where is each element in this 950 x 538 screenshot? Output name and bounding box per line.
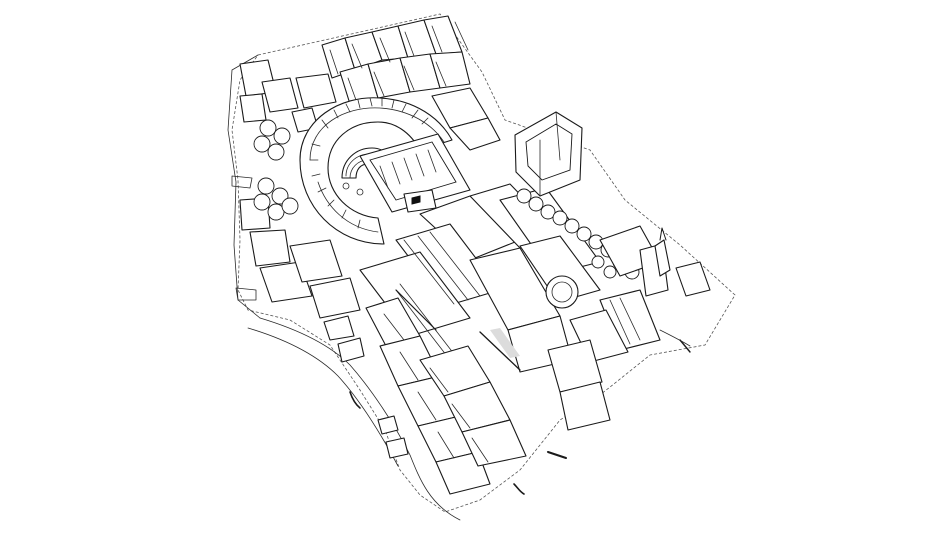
- building-row-south: [323, 297, 527, 495]
- linear-wing: [359, 133, 471, 213]
- building-cluster-west: [239, 59, 361, 319]
- site-boundary: [227, 13, 736, 513]
- linear-features: [395, 289, 691, 459]
- road-curve: [231, 175, 461, 521]
- building-block-northeast: [514, 111, 583, 197]
- tree-group-west: [253, 119, 299, 221]
- central-blocks: [359, 183, 601, 373]
- building-cluster-east: [547, 225, 711, 431]
